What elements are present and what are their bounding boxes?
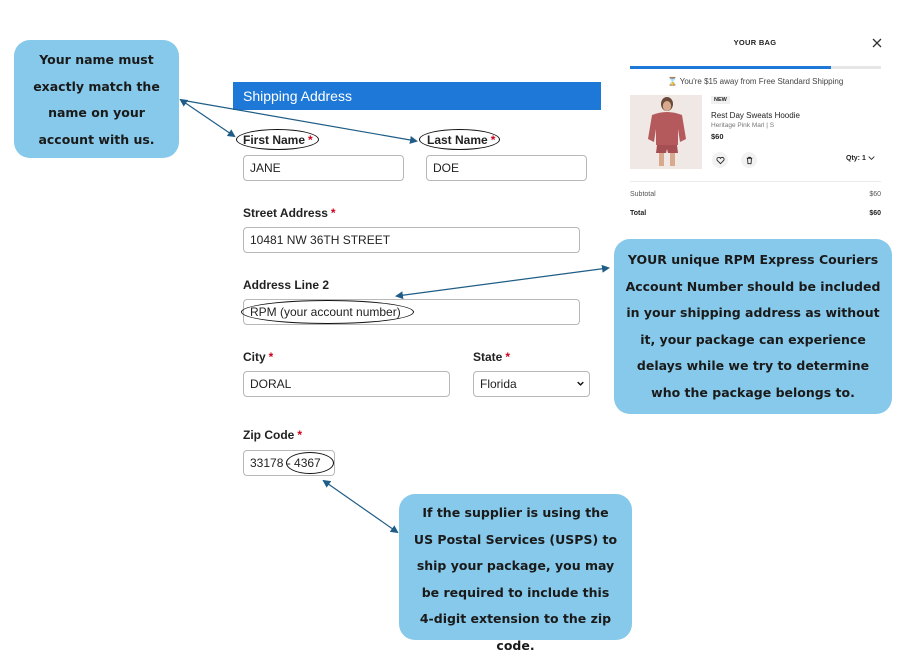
street-address-field[interactable]: 10481 NW 36TH STREET xyxy=(243,227,580,253)
heart-icon xyxy=(715,156,725,164)
zip-code-label: Zip Code* xyxy=(243,428,302,442)
new-badge: NEW xyxy=(711,96,730,104)
callout-zip-extension: If the supplier is using the US Postal S… xyxy=(399,494,632,653)
callout-name-match: Your name must exactly match the name on… xyxy=(14,40,179,158)
chevron-down-icon xyxy=(577,381,584,386)
free-shipping-progress-fill xyxy=(630,66,831,69)
first-name-label: First Name* xyxy=(243,133,313,147)
arrow-account-number xyxy=(395,264,610,300)
subtotal-label: Subtotal xyxy=(630,191,656,198)
product-variant: Heritage Pink Marl | S xyxy=(711,122,775,129)
subtotal-value: $60 xyxy=(869,191,881,198)
state-select[interactable]: Florida xyxy=(473,371,590,397)
chevron-down-icon xyxy=(868,156,875,161)
close-icon[interactable] xyxy=(870,36,884,50)
quantity-selector[interactable]: Qty: 1 xyxy=(846,155,875,162)
last-name-label: Last Name* xyxy=(427,133,496,147)
arrow-name-to-first-name xyxy=(179,98,236,138)
remove-item-button[interactable] xyxy=(741,152,757,168)
product-price: $60 xyxy=(711,132,724,141)
first-name-field[interactable]: JANE xyxy=(243,155,404,181)
total-value: $60 xyxy=(869,210,881,217)
street-address-label: Street Address* xyxy=(243,206,336,220)
product-name[interactable]: Rest Day Sweats Hoodie xyxy=(711,111,800,120)
required-mark: * xyxy=(308,133,313,147)
required-mark: * xyxy=(297,428,302,442)
bag-divider xyxy=(630,181,881,182)
zip-code-field[interactable]: 33178 - 4367 xyxy=(243,450,335,476)
city-field[interactable]: DORAL xyxy=(243,371,450,397)
trash-icon xyxy=(746,156,752,164)
total-label: Total xyxy=(630,210,647,217)
callout-account-number: YOUR unique RPM Express Couriers Account… xyxy=(614,239,892,414)
bag-title: YOUR BAG xyxy=(733,38,777,47)
hoodie-image xyxy=(630,95,702,169)
arrow-zip-extension xyxy=(322,479,399,534)
required-mark: * xyxy=(268,350,274,364)
product-image[interactable] xyxy=(630,95,702,169)
state-label: State* xyxy=(473,350,511,364)
free-shipping-message: ⌛ You're $15 away from Free Standard Shi… xyxy=(667,77,844,86)
arrow-name-to-last-name xyxy=(180,99,418,144)
last-name-field[interactable]: DOE xyxy=(426,155,587,181)
address-line-2-label: Address Line 2 xyxy=(243,278,330,292)
city-label: City* xyxy=(243,350,274,364)
wishlist-button[interactable] xyxy=(712,152,728,168)
free-shipping-progress xyxy=(630,66,881,69)
address-line-2-field[interactable]: RPM (your account number) xyxy=(243,299,580,325)
required-mark: * xyxy=(330,206,336,220)
required-mark: * xyxy=(490,133,496,147)
required-mark: * xyxy=(505,350,511,364)
shipping-address-header: Shipping Address xyxy=(233,82,601,110)
